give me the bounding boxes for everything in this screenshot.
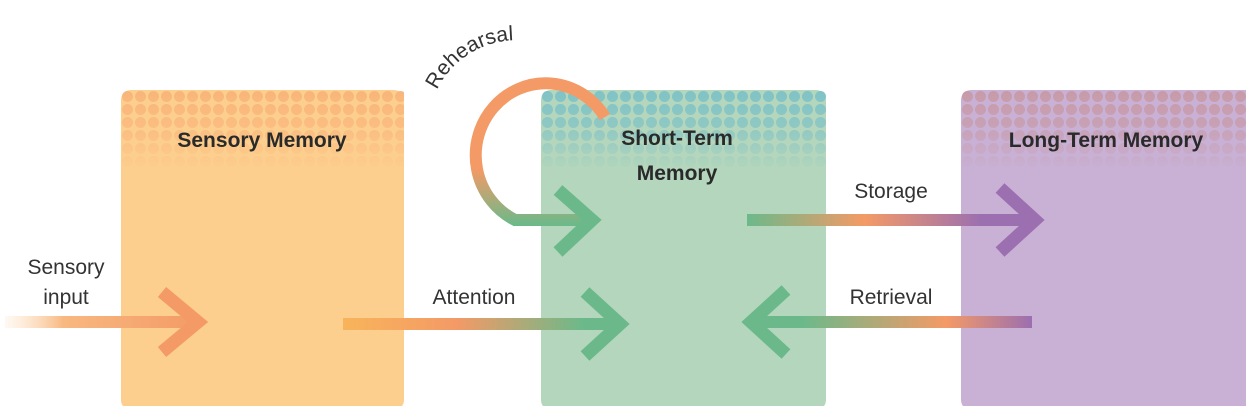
flow-storage: Storage (747, 180, 1045, 257)
short-term-memory-title-line2: Memory (637, 162, 718, 185)
store-sensory-memory: Sensory Memory (121, 90, 404, 406)
flow-attention: Attention (343, 286, 630, 361)
rehearsal-label: Rehearsal (421, 22, 514, 92)
storage-label: Storage (854, 180, 928, 203)
rehearsal-arrowhead (553, 185, 602, 257)
sensory-input-arrow-shaft (5, 316, 195, 328)
storage-arrowhead (995, 183, 1045, 257)
attention-arrow-shaft (343, 318, 615, 330)
sensory-input-arrowhead (157, 287, 209, 357)
sensory-input-label-line2: input (43, 286, 89, 309)
store-long-term-memory: Long-Term Memory (961, 90, 1246, 406)
long-term-memory-title: Long-Term Memory (1009, 129, 1204, 152)
sensory-input-label-line1: Sensory (27, 256, 105, 279)
flow-sensory-input: Sensory input (5, 256, 209, 357)
retrieval-arrow-shaft (755, 316, 1032, 328)
attention-label: Attention (433, 286, 516, 309)
sensory-memory-dot-pattern (121, 90, 404, 170)
storage-arrow-shaft (747, 214, 1030, 226)
long-term-memory-dot-pattern (961, 90, 1246, 170)
store-short-term-memory: Short-Term Memory (541, 90, 826, 406)
flow-retrieval: Retrieval (741, 285, 1032, 359)
attention-arrowhead (580, 287, 630, 361)
retrieval-arrowhead (741, 285, 791, 359)
retrieval-label: Retrieval (850, 286, 933, 309)
sensory-memory-title: Sensory Memory (177, 129, 347, 152)
rehearsal-label-path: Rehearsal (421, 22, 514, 92)
short-term-memory-title-line1: Short-Term (621, 127, 733, 150)
rehearsal-loop-path (469, 77, 611, 226)
